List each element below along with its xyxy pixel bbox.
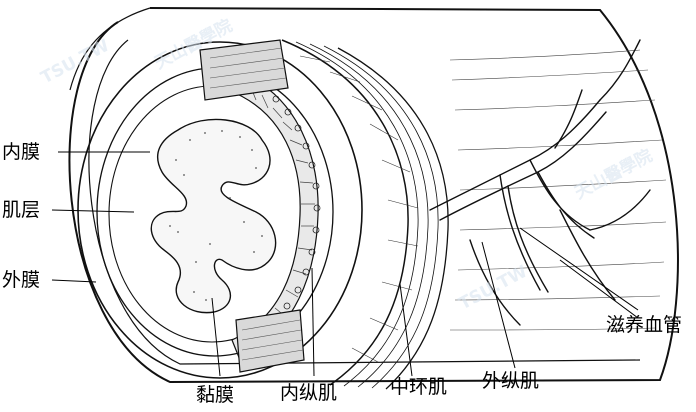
leader-outer-membrane — [51, 279, 97, 283]
leader-mucosa — [211, 297, 221, 377]
label-vasa-vasorum: 滋养血管 — [606, 314, 683, 336]
leader-vasa-vasorum-2 — [559, 259, 639, 319]
label-mucosa: 黏膜 — [196, 384, 235, 406]
label-muscle-layer: 肌层 — [2, 199, 41, 221]
vasa-vasorum-vessels — [429, 39, 651, 326]
leader-middle-circular — [399, 283, 413, 377]
leader-muscle-layer — [51, 209, 135, 213]
outer-longitudinal-region — [449, 49, 667, 331]
leader-inner-longitudinal — [311, 267, 315, 377]
middle-circular-layer — [281, 39, 449, 390]
label-outer-longitudinal: 外纵肌 — [482, 370, 540, 392]
mucosa-lining — [150, 118, 277, 314]
label-outer-membrane: 外膜 — [2, 269, 41, 291]
tube-outline — [68, 7, 679, 384]
label-inner-longitudinal: 内纵肌 — [280, 382, 338, 404]
leader-vasa-vasorum — [519, 227, 639, 311]
muscle-cutaway-blocks — [199, 39, 305, 373]
leader-outer-longitudinal — [481, 241, 516, 369]
label-inner-membrane: 内膜 — [2, 141, 41, 163]
leader-lines — [51, 151, 639, 377]
label-middle-circular: 中环肌 — [390, 376, 448, 398]
